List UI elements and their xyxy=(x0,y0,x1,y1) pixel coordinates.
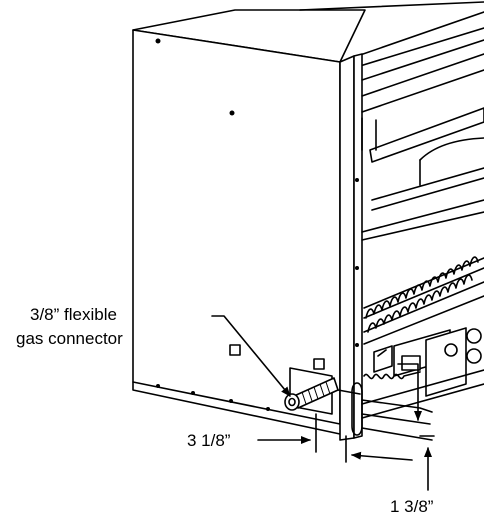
internal-gas-line xyxy=(363,371,421,380)
dimension-horizontal xyxy=(257,413,317,453)
gas-valve xyxy=(361,327,484,419)
screw-icon xyxy=(155,38,161,44)
firebox xyxy=(361,39,484,241)
dimension-vertical xyxy=(345,363,435,491)
dimension-horizontal-label: 3 1/8” xyxy=(187,431,231,450)
connector-tubing xyxy=(351,382,433,441)
burner-coil xyxy=(363,256,484,345)
flexible-gas-connector xyxy=(284,377,361,411)
connector-label-line2: gas connector xyxy=(16,329,123,348)
screw-icon xyxy=(229,110,235,116)
front-frame xyxy=(339,53,363,441)
connector-label-line1: 3/8” flexible xyxy=(30,305,117,324)
leader-line xyxy=(211,315,291,397)
dimension-vertical-label: 1 3/8” xyxy=(390,497,434,516)
